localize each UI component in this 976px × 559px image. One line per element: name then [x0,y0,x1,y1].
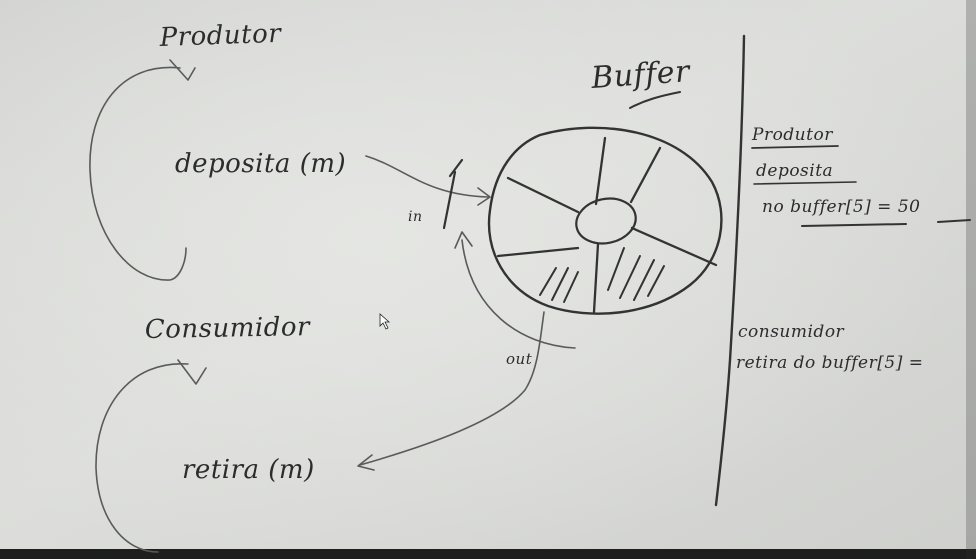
buffer-hatch-slot-a [539,267,579,303]
note-producer-underline2 [753,181,857,185]
deposit-arrow [365,155,489,198]
deposit-arrowhead [477,187,491,206]
producer-call: deposita (m) [175,149,346,179]
producer-loop-arrowhead [169,59,196,81]
pointer-in-tip [448,158,464,178]
note-consumer-line2: retira do buffer[5] = [736,353,923,373]
note-producer-line2: deposita [756,161,833,181]
note-consumer-line1: consumidor [738,322,845,342]
note-producer-underline3 [801,223,907,227]
return-arrow [461,239,576,349]
mouse-cursor-icon [379,313,391,330]
buffer-circle [487,126,723,315]
consumer-call: retira (m) [182,455,315,485]
board-frame-right [966,0,976,559]
retire-arrowhead [357,454,375,471]
buffer-spoke-6 [496,246,580,258]
consumer-loop-arrowhead [177,359,207,385]
buffer-spoke-2 [594,136,607,206]
return-arrowhead [454,231,473,249]
retire-arrow [359,311,545,466]
buffer-spoke-5 [592,242,600,314]
pointer-out-label: out [506,350,533,368]
buffer-spoke-4 [630,226,718,267]
note-producer-underline4 [937,219,971,223]
note-consumer: consumidor retira do buffer[5] = [736,322,923,373]
board-frame-bottom [0,549,976,559]
buffer-spoke-3 [629,146,662,204]
divider-line [714,34,746,507]
pointer-in-stroke [442,170,457,230]
note-producer-underline1 [751,145,839,149]
buffer-title-underline [629,91,681,109]
consumer-title: Consumidor [145,312,312,345]
buffer-hatch-slot-b [607,247,665,301]
buffer-title: Buffer [589,54,692,96]
note-producer: Produtor deposita no buffer[5] = 50 [751,125,971,227]
buffer-hub [575,197,637,245]
producer-loop-arrow [89,66,187,281]
note-producer-line1: Produtor [751,125,833,145]
note-producer-line3: no buffer[5] = 50 [762,197,920,217]
buffer-spoke-1 [506,176,580,214]
pointer-in-label: in [408,209,423,225]
producer-title: Produtor [158,19,283,53]
consumer-loop-arrow [95,363,189,553]
